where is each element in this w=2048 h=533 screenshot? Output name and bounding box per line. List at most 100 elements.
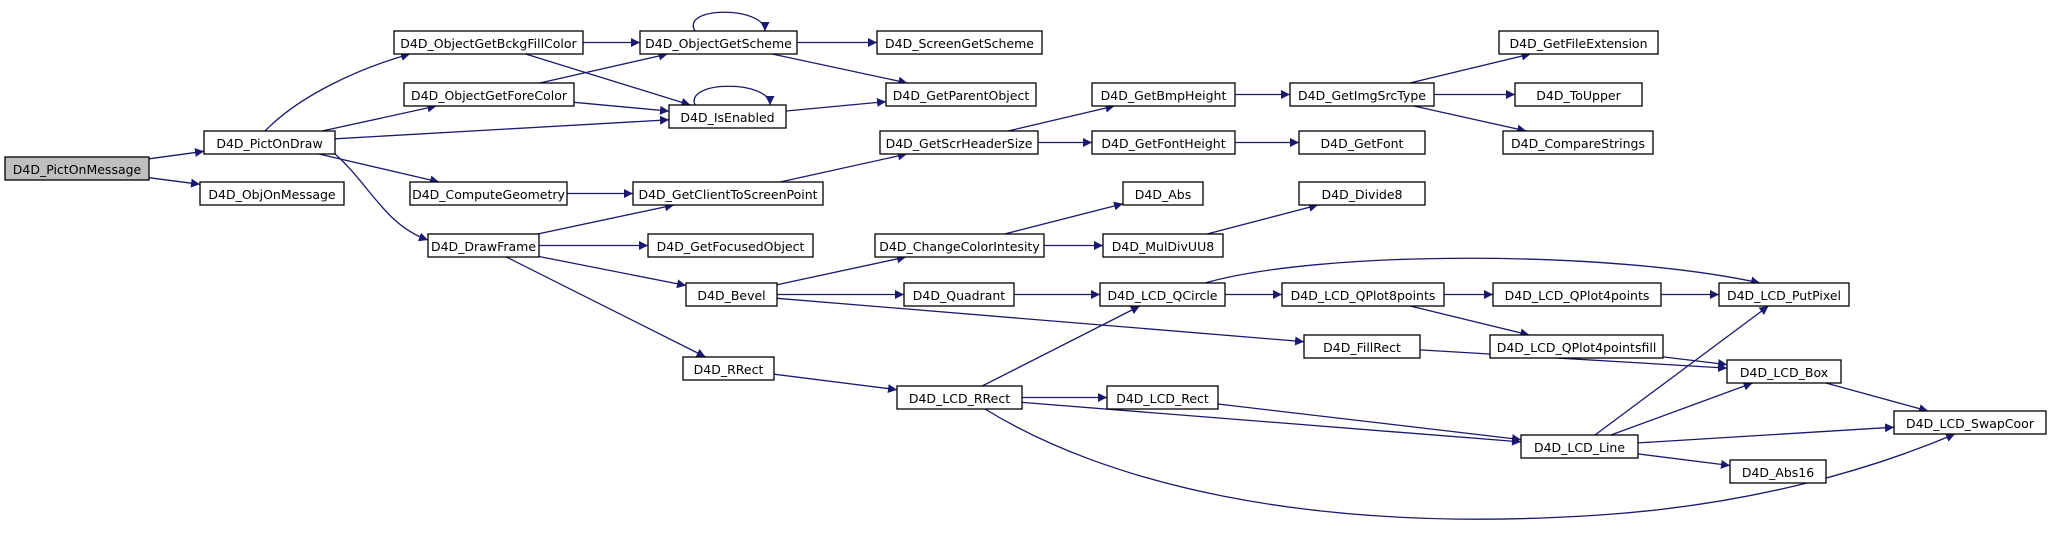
graph-node[interactable]: D4D_PictOnMessage	[4, 156, 150, 181]
node-box[interactable]	[1289, 82, 1435, 107]
node-box[interactable]	[4, 156, 150, 181]
node-label: D4D_ChangeColorIntesity	[879, 239, 1040, 254]
node-box[interactable]	[203, 130, 336, 155]
edge-LCD_Rect-to-LCD_Line	[1217, 403, 1522, 444]
node-box[interactable]	[1303, 334, 1421, 359]
node-label: D4D_MulDivUU8	[1112, 239, 1214, 254]
graph-node[interactable]: D4D_ObjectGetScheme	[639, 30, 798, 55]
node-box[interactable]	[682, 356, 775, 381]
graph-node[interactable]: D4D_GetScrHeaderSize	[879, 130, 1039, 155]
graph-node[interactable]: D4D_LCD_PutPixel	[1718, 282, 1850, 307]
node-box[interactable]	[639, 30, 798, 55]
graph-node[interactable]: D4D_LCD_RRect	[896, 385, 1023, 410]
graph-node[interactable]: D4D_Bevel	[685, 282, 778, 307]
node-label: D4D_FillRect	[1323, 340, 1401, 355]
graph-node[interactable]: D4D_Abs	[1122, 181, 1204, 206]
edge-LCD_QCircle-to-LCD_PutPixel	[1204, 257, 1761, 286]
graph-node[interactable]: D4D_DrawFrame	[427, 233, 540, 258]
graph-node[interactable]: D4D_IsEnabled	[668, 104, 787, 129]
node-box[interactable]	[1091, 82, 1236, 107]
node-label: D4D_ObjectGetBckgFillColor	[400, 36, 577, 51]
edge-ChangeColorIntesity-to-Abs	[1004, 201, 1124, 235]
node-box[interactable]	[685, 282, 778, 307]
node-box[interactable]	[1492, 282, 1662, 307]
node-box[interactable]	[903, 282, 1015, 307]
node-box[interactable]	[1091, 130, 1236, 155]
graph-node[interactable]: D4D_ComputeGeometry	[409, 181, 568, 206]
node-box[interactable]	[1502, 130, 1654, 155]
graph-node[interactable]: D4D_ToUpper	[1514, 82, 1643, 107]
graph-node[interactable]: D4D_ObjOnMessage	[199, 181, 345, 206]
graph-node[interactable]: D4D_ObjectGetForeColor	[403, 82, 575, 107]
graph-node[interactable]: D4D_GetFocusedObject	[647, 233, 814, 258]
edge-LCD_Line-to-LCD_Box	[1610, 381, 1753, 436]
node-box[interactable]	[885, 82, 1037, 107]
node-layer: D4D_PictOnMessage D4D_PictOnDrawD4D_ObjOn…	[4, 30, 2047, 484]
edge-FillRect-to-LCD_Box	[1419, 349, 1728, 373]
node-box[interactable]	[1514, 82, 1643, 107]
node-box[interactable]	[1298, 130, 1426, 155]
graph-node[interactable]: D4D_LCD_SwapCoor	[1893, 410, 2047, 435]
node-box[interactable]	[668, 104, 787, 129]
graph-node[interactable]: D4D_GetFont	[1298, 130, 1426, 155]
graph-node[interactable]: D4D_GetClientToScreenPoint	[632, 181, 824, 206]
node-box[interactable]	[1718, 282, 1850, 307]
edge-PictOnDraw-to-DrawFrame	[334, 153, 429, 242]
graph-node[interactable]: D4D_LCD_QCircle	[1099, 282, 1226, 307]
node-box[interactable]	[647, 233, 814, 258]
graph-node[interactable]: D4D_LCD_Rect	[1106, 385, 1219, 410]
node-box[interactable]	[199, 181, 345, 206]
graph-node[interactable]: D4D_Divide8	[1298, 181, 1426, 206]
graph-node[interactable]: D4D_PictOnDraw	[203, 130, 336, 155]
node-box[interactable]	[1102, 233, 1224, 258]
graph-node[interactable]: D4D_Quadrant	[903, 282, 1015, 307]
node-box[interactable]	[1520, 434, 1639, 459]
node-box[interactable]	[1726, 359, 1842, 384]
node-box[interactable]	[1281, 282, 1445, 307]
graph-node[interactable]: D4D_LCD_QPlot8points	[1281, 282, 1445, 307]
edge-ObjectGetScheme-to-ObjectGetScheme	[692, 11, 770, 32]
graph-node[interactable]: D4D_GetImgSrcType	[1289, 82, 1435, 107]
node-label: D4D_IsEnabled	[680, 110, 774, 125]
edge-LCD_Line-to-LCD_PutPixel	[1594, 305, 1769, 436]
node-label: D4D_ToUpper	[1536, 88, 1621, 103]
node-label: D4D_Abs	[1135, 187, 1191, 202]
graph-node[interactable]: D4D_GetBmpHeight	[1091, 82, 1236, 107]
graph-node[interactable]: D4D_Abs16	[1729, 459, 1827, 484]
node-box[interactable]	[1298, 181, 1426, 206]
graph-node[interactable]: D4D_LCD_QPlot4pointsfill	[1489, 334, 1664, 359]
graph-node[interactable]: D4D_RRect	[682, 356, 775, 381]
graph-node[interactable]: D4D_GetFontHeight	[1091, 130, 1236, 155]
node-box[interactable]	[1729, 459, 1827, 484]
edge-LCD_RRect-to-LCD_Line	[1021, 401, 1522, 446]
node-box[interactable]	[879, 130, 1039, 155]
node-box[interactable]	[632, 181, 824, 206]
graph-node[interactable]: D4D_GetFileExtension	[1498, 30, 1659, 55]
node-box[interactable]	[1498, 30, 1659, 55]
graph-node[interactable]: D4D_MulDivUU8	[1102, 233, 1224, 258]
node-box[interactable]	[874, 233, 1045, 258]
node-box[interactable]	[1106, 385, 1219, 410]
graph-node[interactable]: D4D_ObjectGetBckgFillColor	[393, 30, 584, 55]
graph-node[interactable]: D4D_GetParentObject	[885, 82, 1037, 107]
graph-node[interactable]: D4D_ScreenGetScheme	[876, 30, 1043, 55]
graph-node[interactable]: D4D_ChangeColorIntesity	[874, 233, 1045, 258]
node-label: D4D_LCD_QCircle	[1108, 288, 1218, 303]
node-label: D4D_GetFileExtension	[1509, 36, 1647, 51]
node-box[interactable]	[1489, 334, 1664, 359]
graph-node[interactable]: D4D_LCD_Line	[1520, 434, 1639, 459]
node-box[interactable]	[876, 30, 1043, 55]
edge-DrawFrame-to-Bevel	[538, 255, 687, 289]
graph-node[interactable]: D4D_FillRect	[1303, 334, 1421, 359]
node-box[interactable]	[409, 181, 568, 206]
node-box[interactable]	[1893, 410, 2047, 435]
node-box[interactable]	[393, 30, 584, 55]
graph-node[interactable]: D4D_LCD_Box	[1726, 359, 1842, 384]
graph-node[interactable]: D4D_CompareStrings	[1502, 130, 1654, 155]
node-box[interactable]	[896, 385, 1023, 410]
node-box[interactable]	[1122, 181, 1204, 206]
graph-node[interactable]: D4D_LCD_QPlot4points	[1492, 282, 1662, 307]
node-box[interactable]	[403, 82, 575, 107]
node-box[interactable]	[427, 233, 540, 258]
node-box[interactable]	[1099, 282, 1226, 307]
